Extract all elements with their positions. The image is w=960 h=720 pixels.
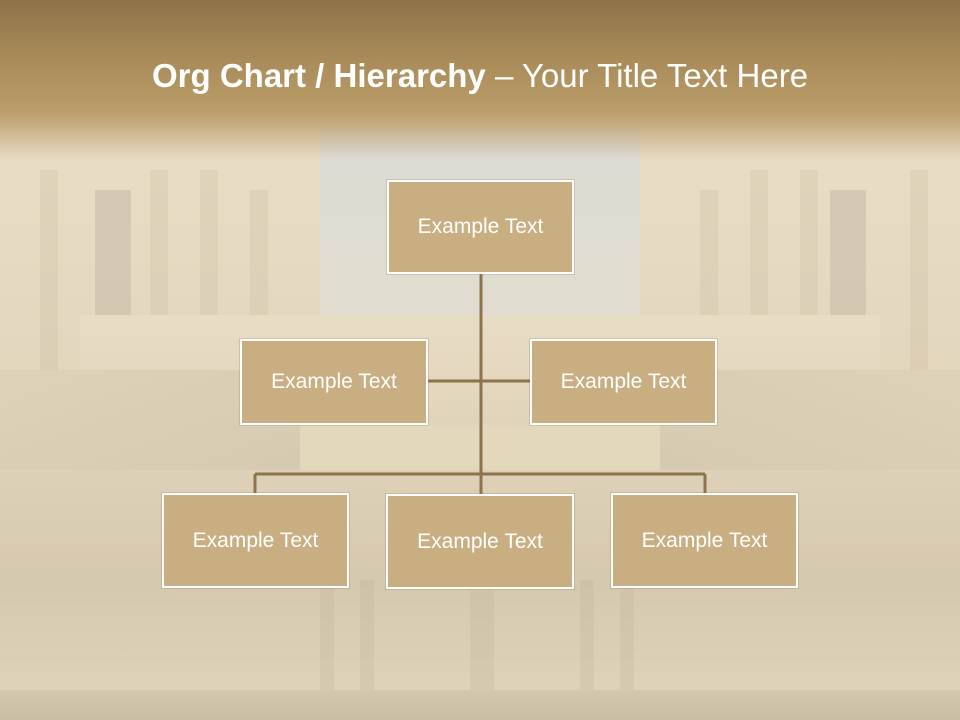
org-node-label: Example Text (271, 370, 397, 393)
org-node-level2-right[interactable]: Example Text (530, 339, 717, 425)
org-node-level3-center[interactable]: Example Text (386, 494, 574, 589)
org-node-label: Example Text (641, 528, 768, 552)
org-node-label: Example Text (417, 215, 544, 238)
title-bold-part: Org Chart / Hierarchy (152, 57, 486, 94)
org-node-label: Example Text (417, 529, 543, 553)
org-node-label: Example Text (192, 528, 319, 552)
org-node-level3-right[interactable]: Example Text (611, 493, 798, 588)
org-node-root[interactable]: Example Text (387, 180, 574, 274)
org-node-level2-left[interactable]: Example Text (240, 339, 428, 425)
slide-title: Org Chart / Hierarchy – Your Title Text … (152, 54, 808, 98)
title-band (0, 0, 960, 160)
org-node-label: Example Text (560, 370, 687, 393)
org-node-level3-left[interactable]: Example Text (162, 493, 349, 588)
title-rest: Your Title Text Here (521, 57, 809, 94)
title-dash: – (494, 57, 514, 94)
